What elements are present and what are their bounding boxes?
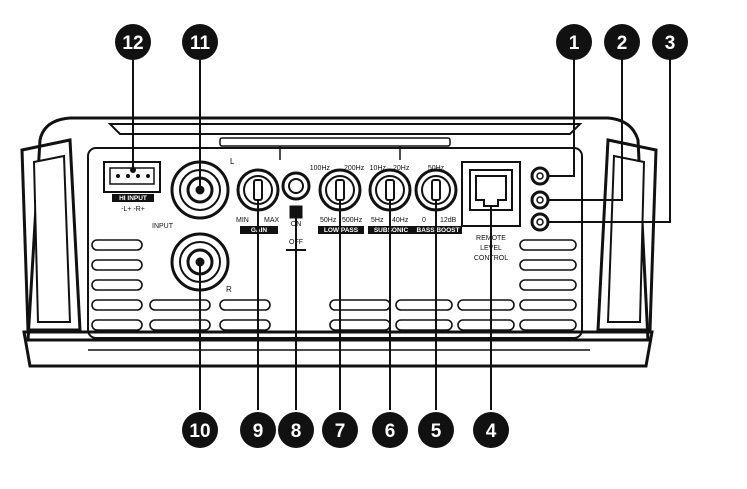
gain-badge: GAIN (251, 227, 268, 234)
subsonic-low: 5Hz (371, 217, 384, 224)
subsonic-knob[interactable] (368, 168, 412, 212)
callout-10: 10 (182, 412, 218, 448)
svg-text:9: 9 (253, 421, 264, 442)
bass-low: 0 (422, 217, 426, 224)
lowpass-high: 500Hz (342, 217, 363, 224)
leader-lines (132, 52, 671, 410)
callout-4: 4 (473, 412, 509, 448)
bass-badge: BASS BOOST (417, 227, 460, 234)
subsonic-top-left: 10Hz (370, 165, 387, 172)
callout-2: 2 (604, 24, 640, 60)
svg-text:1: 1 (569, 33, 580, 54)
leader-dots (130, 167, 203, 265)
svg-text:3: 3 (665, 33, 676, 54)
callout-1: 1 (556, 24, 592, 60)
indicator-led-1 (530, 166, 550, 186)
svg-text:6: 6 (385, 421, 396, 442)
input-label: INPUT (152, 223, 174, 230)
lowpass-badge: LOW PASS (324, 227, 359, 234)
subsonic-badge: SUBSONIC (374, 227, 409, 234)
subsonic-high: 40Hz (392, 217, 409, 224)
power-switch[interactable] (281, 171, 311, 251)
input-r-label: R (226, 285, 232, 294)
svg-text:8: 8 (291, 421, 302, 442)
hi-input-polarity: -L+ -R+ (121, 206, 145, 213)
bass-badge-bg (414, 226, 462, 234)
svg-text:2: 2 (617, 33, 628, 54)
bass-high: 12dB (440, 217, 457, 224)
bass-top: 50Hz (428, 165, 445, 172)
svg-text:7: 7 (335, 421, 346, 442)
callout-6: 6 (372, 412, 408, 448)
callout-3: 3 (652, 24, 688, 60)
svg-text:11: 11 (190, 33, 211, 54)
indicator-led-3 (530, 212, 550, 232)
remote-level-port[interactable] (461, 161, 521, 227)
switch-on-label: ON (291, 221, 302, 228)
hi-input-connector[interactable]: HI INPUT -L+ -R+ (103, 161, 161, 213)
lowpass-top-left: 100Hz (310, 165, 331, 172)
callout-11: 11 (182, 24, 218, 60)
callout-12: 12 (115, 24, 151, 60)
gain-min-label: MIN (236, 217, 249, 224)
callout-7: 7 (322, 412, 358, 448)
lowpass-top-right: 200Hz (344, 165, 365, 172)
svg-text:4: 4 (486, 421, 497, 442)
callout-9: 9 (240, 412, 276, 448)
amplifier-chassis (20, 116, 658, 368)
subsonic-top-right: 20Hz (393, 165, 410, 172)
top-strip (219, 137, 451, 160)
svg-text:12: 12 (122, 33, 143, 54)
svg-text:10: 10 (189, 421, 210, 442)
input-l-label: L (230, 157, 235, 166)
vent-slots (91, 239, 577, 331)
callout-5: 5 (418, 412, 454, 448)
indicator-led-2 (530, 190, 550, 210)
gain-max-label: MAX (264, 217, 280, 224)
lowpass-low: 50Hz (320, 217, 337, 224)
callout-8: 8 (278, 412, 314, 448)
svg-text:5: 5 (431, 421, 442, 442)
switch-off-label: OFF (289, 239, 303, 246)
hi-input-label: HI INPUT (119, 195, 147, 202)
